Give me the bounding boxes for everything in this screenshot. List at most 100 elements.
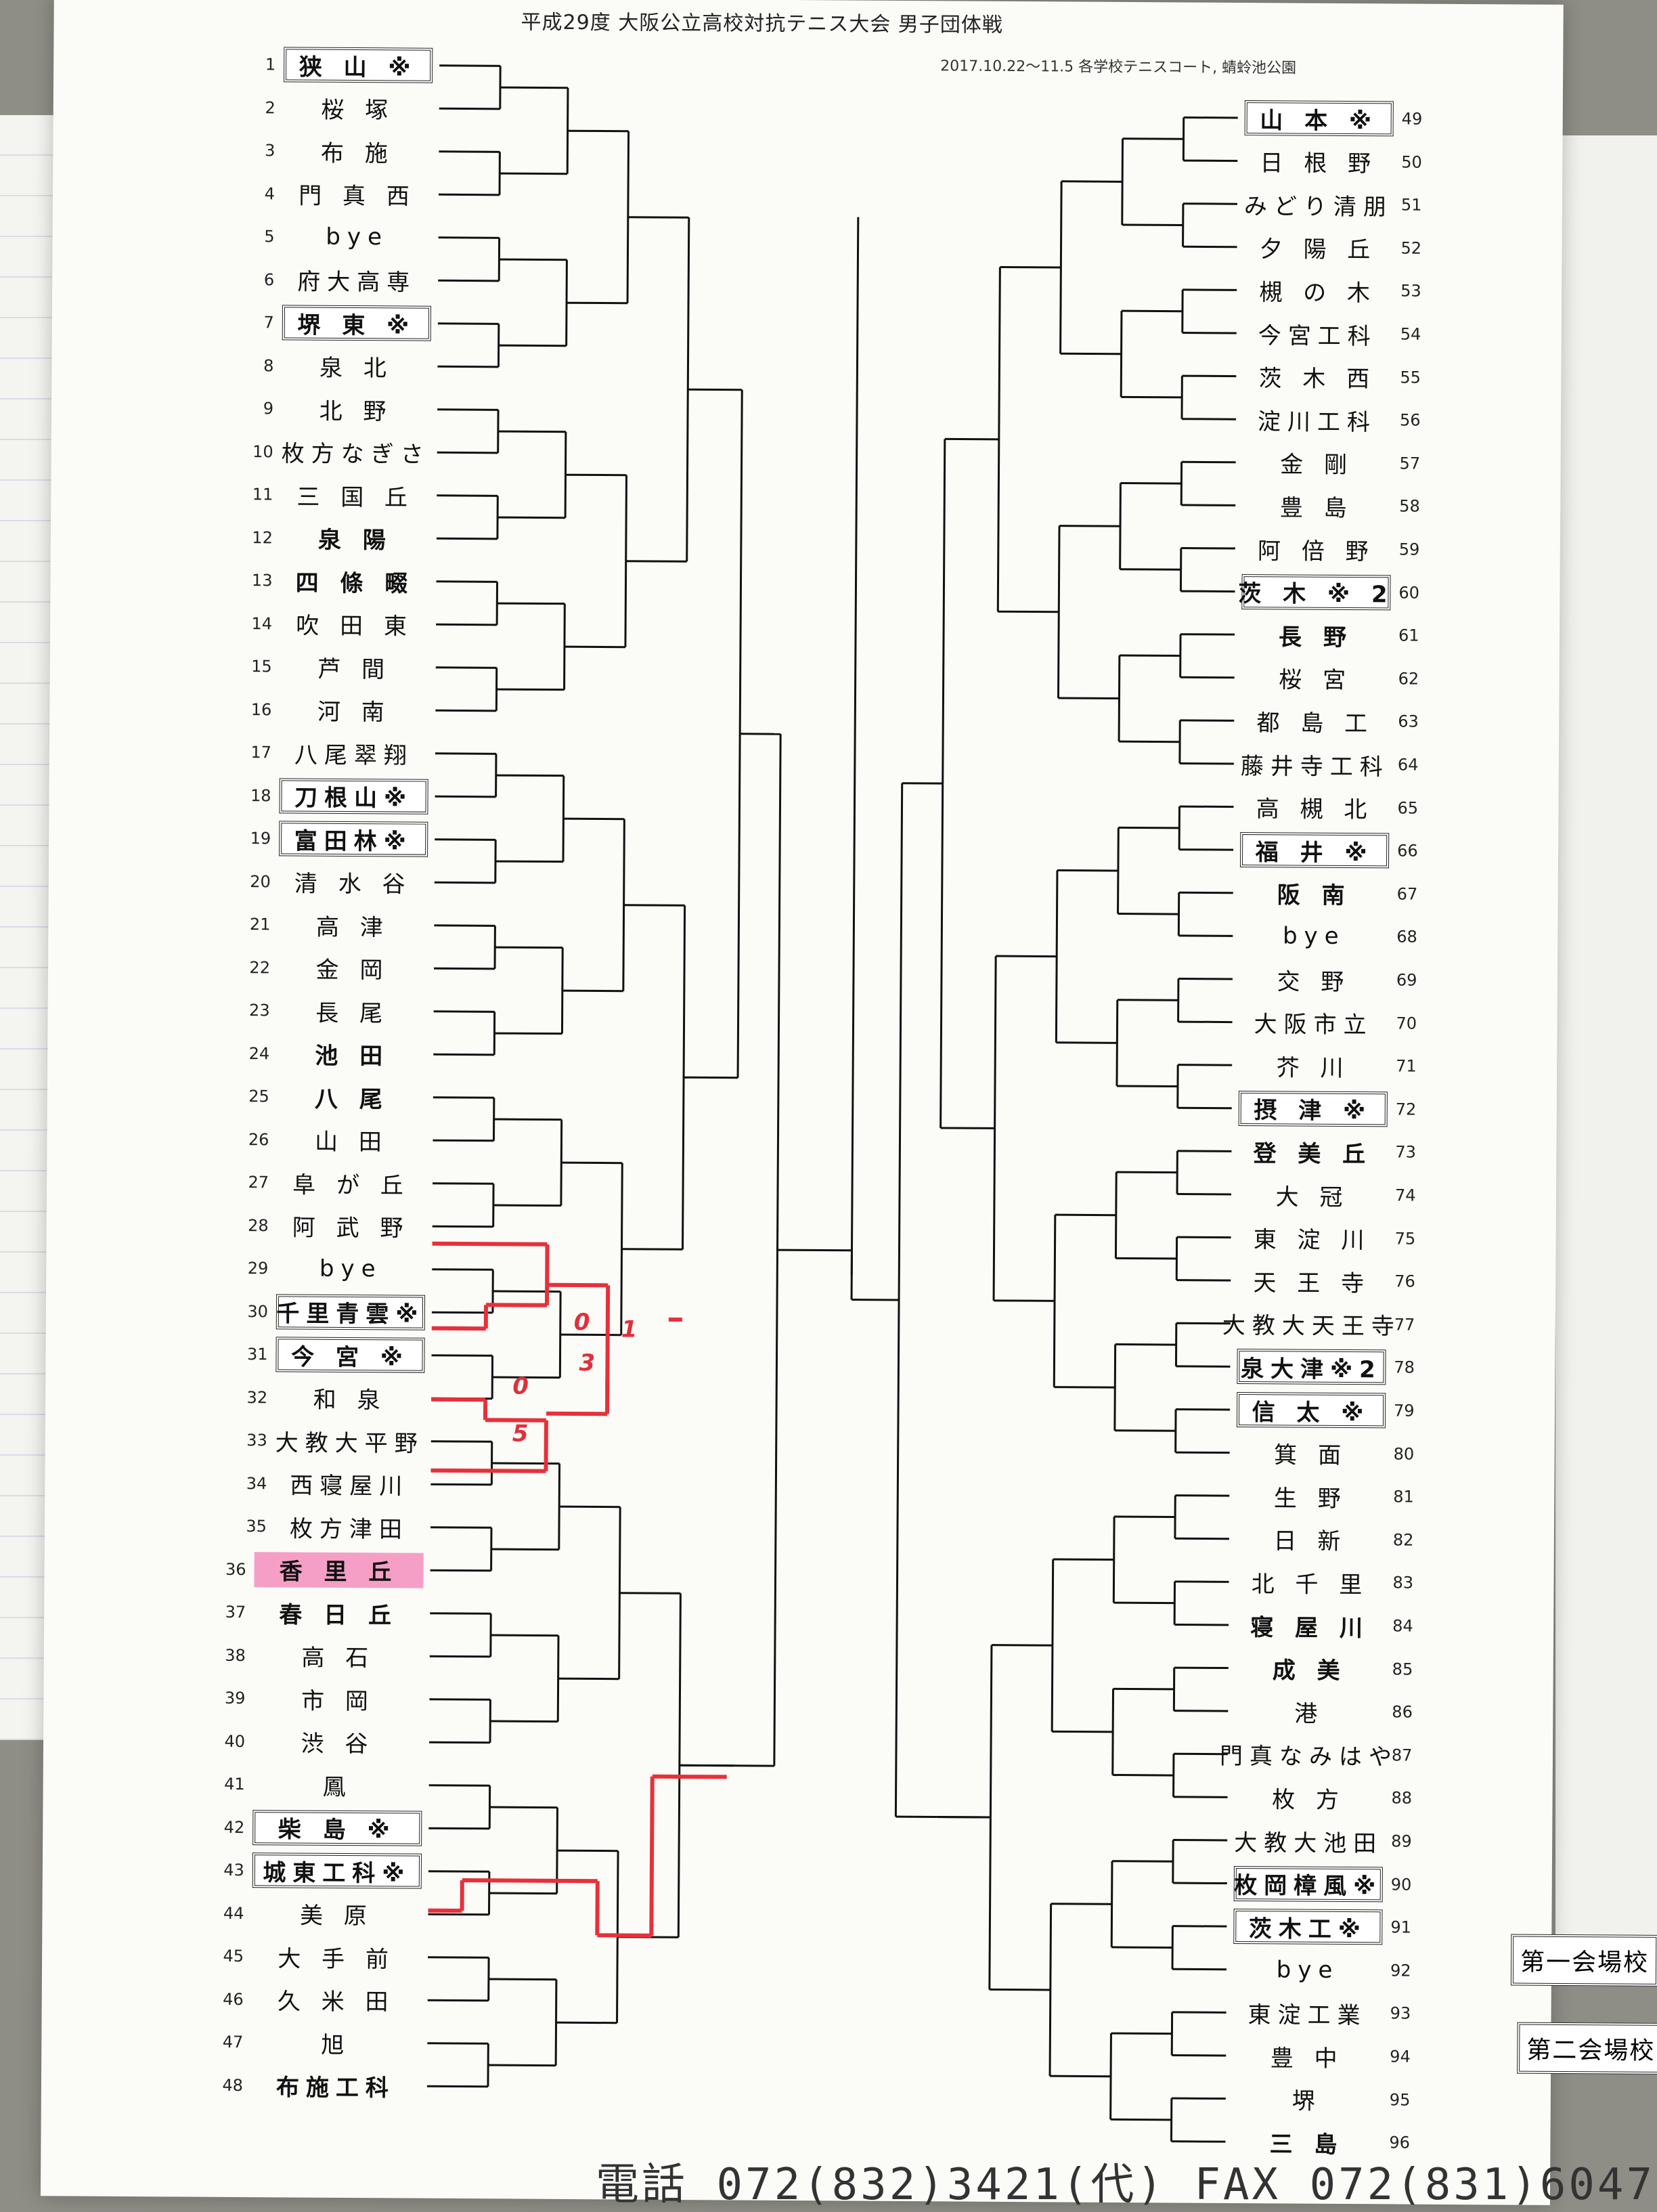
bracket-line [1118, 914, 1179, 915]
bracket-line [1059, 526, 1120, 527]
bracket-line [1051, 1904, 1112, 1905]
team-name: 布施工科 [251, 2068, 420, 2104]
team-name: 東 淀 川 [1237, 1220, 1386, 1256]
team-name: 布 施 [283, 133, 432, 169]
seed-number: 7 [234, 313, 274, 332]
bracket-line [429, 1785, 490, 1786]
seed-number: 60 [1398, 583, 1439, 602]
team-name: 桜 宮 [1241, 660, 1390, 696]
seed-number: 15 [231, 657, 272, 676]
seed-number: 45 [203, 1947, 244, 1966]
team-name: 登 美 丘 [1238, 1133, 1387, 1169]
team-name: 山 本 ※ [1245, 100, 1394, 136]
team-name: 河 南 [280, 692, 428, 728]
bracket-line [431, 1441, 492, 1442]
seed-number: 26 [228, 1129, 269, 1148]
team-name: 久 米 田 [252, 1982, 421, 2018]
seed-number: 29 [227, 1259, 268, 1278]
seed-number: 38 [205, 1645, 246, 1664]
bracket-line [430, 1527, 491, 1528]
seed-number: 87 [1392, 1745, 1432, 1764]
seed-number: 57 [1400, 454, 1440, 473]
seed-number: 44 [203, 1903, 244, 1922]
team-name: 北 野 [282, 391, 430, 427]
team-name: 阜 が 丘 [277, 1165, 426, 1200]
team-name: 寝 屋 川 [1235, 1607, 1384, 1643]
team-name: 池 田 [278, 1036, 426, 1072]
seed-number: 91 [1390, 1918, 1431, 1937]
bracket-line [436, 624, 497, 625]
seed-number: 66 [1397, 842, 1438, 861]
bracket-line [500, 173, 567, 174]
bracket-line [432, 1312, 493, 1313]
team-name: 北 千 里 [1235, 1564, 1384, 1600]
bracket-line [1120, 655, 1180, 656]
team-name: 信 太 ※ [1237, 1392, 1386, 1428]
bracket-line [489, 1807, 557, 1808]
seed-number: 67 [1397, 884, 1438, 903]
team-name: 夕 陽 丘 [1243, 230, 1392, 265]
seed-number: 12 [232, 527, 273, 546]
team-name: みどり清朋 [1244, 186, 1393, 222]
seed-number: 3 [234, 141, 275, 160]
bracket-line [498, 431, 566, 432]
seed-number: 40 [204, 1731, 245, 1750]
bracket-line [1112, 1861, 1173, 1862]
seed-number: 24 [229, 1043, 269, 1062]
seed-number: 94 [1390, 2047, 1430, 2066]
bracket-line [427, 2043, 488, 2044]
bracket-line [497, 603, 565, 604]
team-name: 大教大平野 [275, 1423, 424, 1458]
seed-number: 62 [1398, 669, 1439, 688]
seed-number: 16 [231, 699, 271, 718]
team-name: 三 国 丘 [281, 477, 430, 513]
bracket-line [499, 259, 567, 260]
bracket-line [494, 1033, 562, 1034]
bracket-line [489, 1979, 556, 1980]
seed-number: 54 [1400, 324, 1441, 343]
result-line [547, 1285, 608, 1286]
seed-number: 11 [232, 485, 273, 504]
team-name: 清 水 谷 [279, 864, 428, 900]
team-name: 大 冠 [1238, 1177, 1387, 1213]
seed-number: 70 [1396, 1014, 1436, 1033]
bracket-line [1118, 1000, 1178, 1001]
bracket-line [430, 1613, 491, 1614]
seed-number: 2 [235, 97, 275, 116]
score-mark: 0 [574, 1309, 590, 1336]
team-name: 大教大池田 [1234, 1823, 1383, 1859]
bracket-line [439, 194, 500, 195]
result-line [651, 1777, 652, 1936]
seed-number: 78 [1394, 1358, 1434, 1377]
seed-number: 61 [1398, 626, 1439, 645]
team-name: 日 根 野 [1244, 144, 1393, 179]
bracket-line [492, 1463, 560, 1464]
bracket-line [430, 1484, 491, 1485]
bracket-line [429, 1742, 490, 1743]
bracket-line [435, 796, 496, 797]
bracket-line [433, 1140, 493, 1141]
team-name: 藤井寺工科 [1241, 746, 1390, 782]
team-name: 枚岡樟風※ [1234, 1866, 1383, 1902]
seed-number: 50 [1401, 152, 1442, 171]
seed-number: 77 [1394, 1315, 1435, 1334]
team-name: 芥 川 [1239, 1047, 1388, 1083]
seed-number: 59 [1399, 540, 1440, 559]
team-name: 福 井 ※ [1240, 832, 1389, 868]
bracket-line [437, 452, 498, 453]
result-line [607, 1285, 608, 1393]
team-name: 八 尾 [278, 1079, 426, 1114]
seed-number: 1 [235, 55, 275, 74]
seed-number: 55 [1400, 368, 1440, 387]
team-name: 門真なみはや [1235, 1737, 1384, 1773]
team-name: 柴 島 ※ [252, 1810, 422, 1846]
seed-number: 88 [1391, 1789, 1432, 1808]
team-name: 桜 塚 [284, 90, 433, 126]
bracket-sheet: 平成29度 大阪公立高校対抗テニス大会 男子団体戦 2017.10.22～11.… [41, 0, 1564, 2205]
legend-first-venue: 第一会場校 [1511, 1934, 1657, 1987]
seed-number: 10 [233, 441, 273, 460]
seed-number: 31 [227, 1345, 267, 1364]
team-name: 東淀工業 [1233, 1995, 1382, 2031]
bracket-line [557, 1850, 618, 1851]
team-name: 城東工科※ [252, 1852, 422, 1889]
